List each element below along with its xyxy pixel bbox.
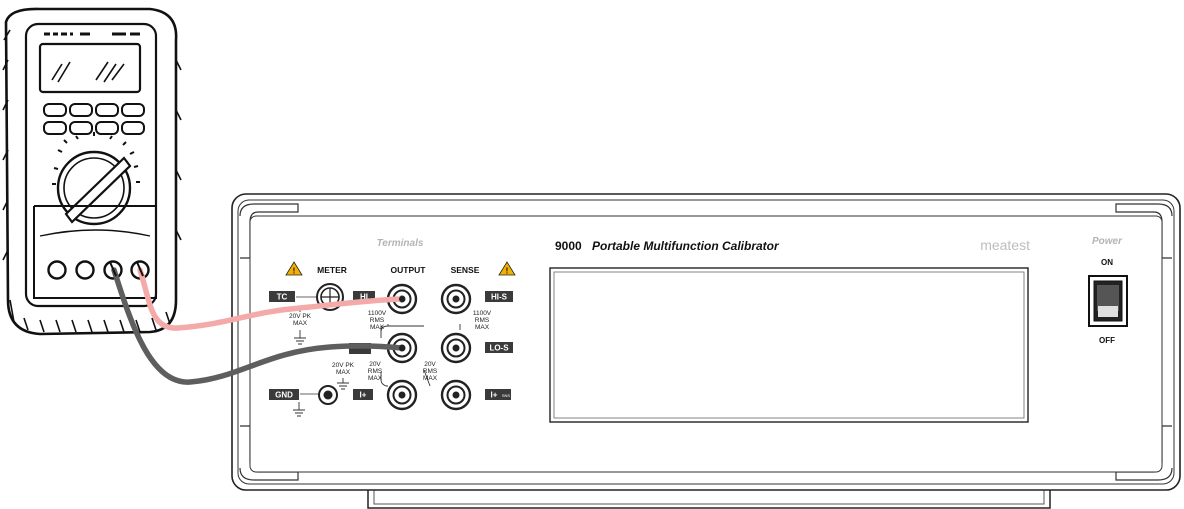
warning-icon-sense: ! — [498, 261, 516, 276]
brand-logo: meatest — [980, 237, 1030, 253]
jack-panel — [33, 205, 157, 299]
warning-icon-meter: ! — [285, 261, 303, 276]
sense-lo-rating-1: 20V — [424, 361, 436, 368]
bracket-lines — [380, 324, 461, 338]
model-number: 9000 — [555, 239, 582, 253]
power-on-label: ON — [1101, 258, 1113, 267]
sense-hi-rating-1: 1100V — [473, 310, 492, 317]
holster-grip — [9, 299, 171, 333]
output-label: OUTPUT — [391, 265, 427, 275]
gnd-tag: GND — [269, 389, 299, 400]
hi-test-lead — [137, 267, 405, 331]
test-leads — [109, 261, 405, 385]
meter-rating-mid-1: 20V PK — [332, 362, 355, 369]
output-hi-rating-2: RMS — [370, 317, 385, 324]
meter-buttons — [43, 103, 145, 135]
svg-text:I+: I+ — [360, 391, 367, 400]
hi-plug-tip — [399, 296, 405, 302]
svg-text:HI: HI — [360, 293, 368, 302]
hi-s-tag: HI-S — [485, 291, 513, 302]
svg-text:!: ! — [293, 267, 296, 276]
meter-label: METER — [317, 265, 347, 275]
multimeter — [2, 7, 182, 336]
sense-label: SENSE — [451, 265, 480, 275]
svg-text:LO-S: LO-S — [489, 344, 509, 353]
svg-text:SNS: SNS — [502, 393, 511, 398]
jack-panel-line — [39, 229, 151, 237]
calibrator-base — [367, 487, 1051, 509]
svg-text:I+: I+ — [491, 391, 498, 400]
meter-display — [38, 42, 142, 94]
lo-test-lead — [111, 267, 405, 385]
output-i-terminal[interactable] — [386, 379, 418, 411]
meter-rating-mid-2: MAX — [336, 369, 351, 376]
lo-s-tag: LO-S — [485, 342, 513, 353]
hi-tag: HI — [353, 291, 375, 302]
calibrator-title: Portable Multifunction Calibrator — [592, 239, 780, 253]
sense-hi-rating-2: RMS — [475, 317, 490, 324]
meter-rating-top-1: 20V PK — [289, 313, 312, 320]
svg-text:HI-S: HI-S — [491, 293, 508, 302]
terminals-label: Terminals — [377, 238, 424, 249]
power-switch[interactable] — [1088, 275, 1128, 327]
sense-hi-terminal[interactable] — [440, 283, 472, 315]
sense-lo-rating-3: MAX — [423, 375, 438, 382]
svg-text:GND: GND — [275, 391, 293, 400]
i-plus-tag: I+ — [353, 389, 373, 400]
output-lo-rating-3: MAX — [368, 375, 383, 382]
sense-lo-rating-2: RMS — [423, 368, 438, 375]
sense-lo-terminal[interactable] — [440, 332, 472, 364]
holster-edge — [2, 29, 182, 261]
tc-tag: TC — [269, 291, 295, 302]
display-glare — [51, 61, 125, 83]
output-hi-rating-3: MAX — [370, 324, 385, 331]
output-lo-rating-1: 20V — [369, 361, 381, 368]
sense-i-terminal[interactable] — [440, 379, 472, 411]
sense-hi-rating-3: MAX — [475, 324, 490, 331]
ground-symbol-gnd — [293, 402, 305, 417]
output-hi-rating-1: 1100V — [368, 310, 387, 317]
svg-text:TC: TC — [277, 293, 288, 302]
power-label: Power — [1092, 236, 1123, 247]
svg-text:!: ! — [506, 267, 509, 276]
calibrator: Terminals 9000 Portable Multifunction Ca… — [231, 193, 1181, 509]
output-lo-rating-2: RMS — [368, 368, 383, 375]
meter-plug-ends — [109, 261, 144, 277]
meter-rating-top-2: MAX — [293, 320, 308, 327]
i-plus-sense-tag: I+ SNS — [485, 389, 511, 400]
gnd-terminal[interactable] — [318, 385, 338, 405]
calibrator-display — [549, 267, 1029, 423]
power-off-label: OFF — [1099, 336, 1115, 345]
ground-symbol-mid — [337, 378, 349, 390]
lo-plug-tip — [399, 345, 405, 351]
